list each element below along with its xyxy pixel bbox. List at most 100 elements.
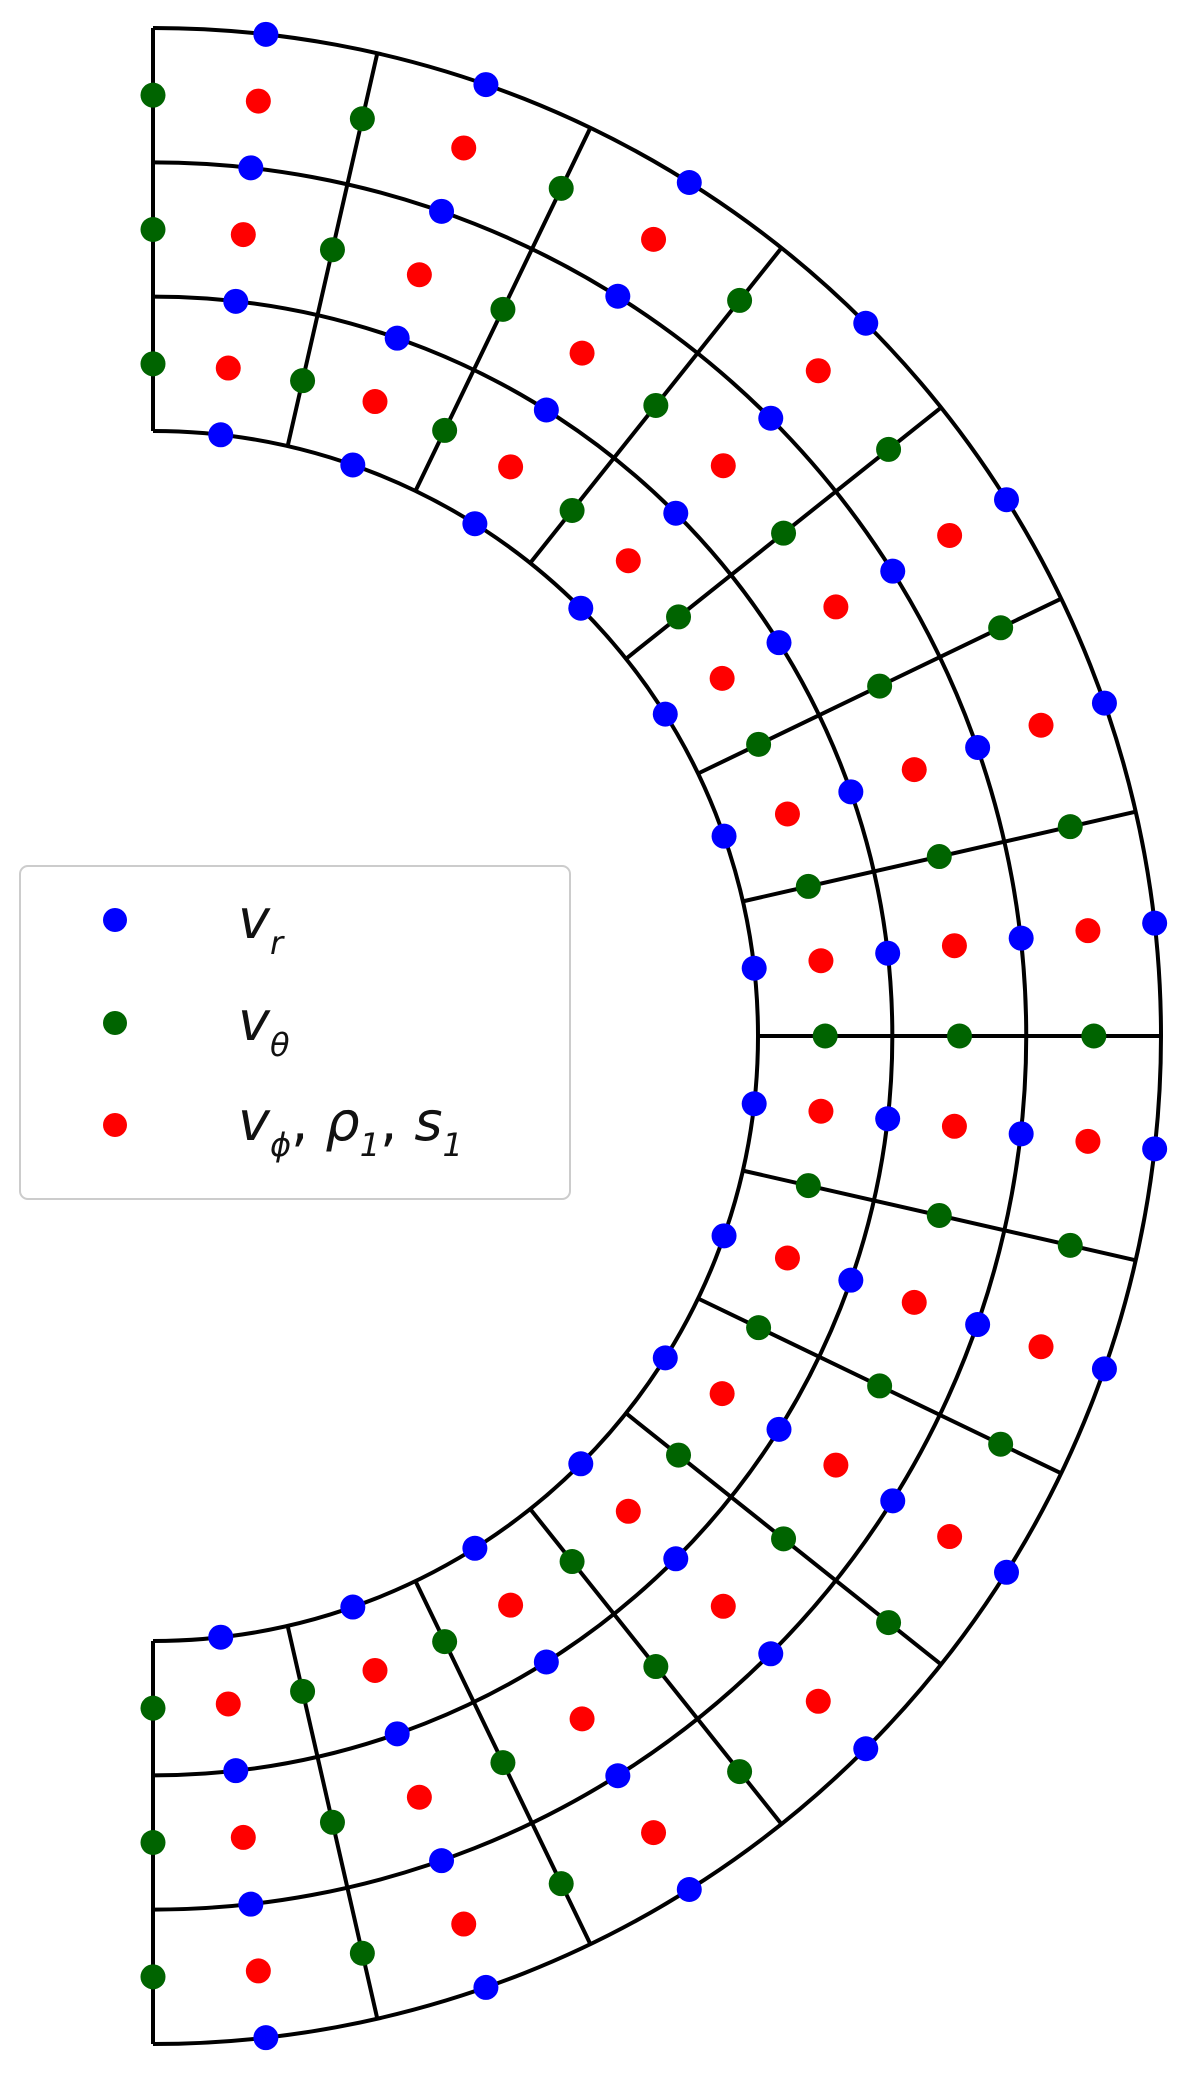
v-r-marker — [880, 1488, 906, 1514]
v-r-marker — [838, 1267, 864, 1293]
legend-label-s-sub: 1 — [443, 1126, 463, 1164]
v-r-marker — [384, 1721, 410, 1747]
v-phi-rho-s-marker — [774, 801, 800, 827]
v-phi-rho-s-marker — [808, 948, 834, 974]
v-r-marker — [875, 940, 901, 966]
legend-label-v-phi-sub: ϕ — [270, 1126, 291, 1164]
v-r-marker — [838, 779, 864, 805]
v-theta-marker — [140, 1830, 166, 1855]
v-phi-rho-s-marker — [823, 1452, 849, 1478]
v-theta-marker — [746, 1315, 772, 1341]
v-phi-rho-s-marker — [215, 1691, 241, 1717]
v-theta-marker — [290, 1678, 316, 1704]
legend-label-v-phi-symbol: v — [238, 1090, 271, 1153]
legend-label-s-symbol: s — [414, 1090, 442, 1153]
v-theta-marker — [727, 1759, 753, 1785]
v-r-marker — [340, 1594, 366, 1620]
v-r-marker — [384, 325, 410, 351]
legend-marker-v-theta — [103, 1011, 127, 1035]
v-phi-rho-s-marker — [569, 340, 595, 366]
v-r-marker — [1142, 1136, 1168, 1162]
legend: vr vθ vϕ, ρ1, s1 — [19, 865, 571, 1200]
v-theta-marker — [1057, 1232, 1083, 1258]
v-phi-rho-s-marker — [709, 665, 735, 691]
v-phi-rho-s-marker — [808, 1098, 834, 1124]
v-theta-marker — [559, 1549, 585, 1575]
v-r-marker — [605, 283, 631, 309]
v-theta-marker — [947, 1023, 972, 1049]
v-r-marker — [711, 823, 737, 849]
v-theta-marker — [876, 1610, 902, 1636]
v-r-marker — [605, 1763, 631, 1789]
v-phi-rho-s-marker — [498, 1592, 524, 1618]
v-theta-marker — [548, 1871, 574, 1897]
v-phi-rho-s-marker — [569, 1706, 595, 1732]
v-r-marker — [853, 310, 879, 336]
v-r-marker — [758, 1641, 784, 1667]
v-r-marker — [1091, 1356, 1117, 1382]
v-theta-marker — [490, 296, 516, 322]
v-phi-rho-s-marker — [1028, 712, 1054, 738]
v-r-marker — [993, 1559, 1019, 1585]
v-r-marker — [238, 1891, 264, 1917]
v-theta-marker — [432, 1629, 458, 1655]
v-r-marker — [993, 487, 1019, 513]
v-theta-marker — [666, 1442, 692, 1468]
v-theta-marker — [643, 1654, 669, 1680]
v-r-marker — [766, 1416, 792, 1442]
v-r-marker — [473, 1974, 499, 2000]
v-phi-rho-s-marker — [941, 1113, 967, 1139]
v-phi-rho-s-marker — [615, 1498, 641, 1524]
v-phi-rho-s-marker — [805, 1688, 831, 1714]
v-r-marker — [1091, 690, 1117, 716]
svg-text:vϕ, ρ1, s1: vϕ, ρ1, s1 — [238, 1090, 463, 1164]
v-theta-marker — [140, 82, 166, 108]
v-r-marker — [853, 1736, 879, 1762]
v-r-marker — [758, 405, 784, 431]
v-theta-marker — [727, 287, 753, 313]
v-theta-marker — [771, 1526, 797, 1552]
v-theta-marker — [867, 673, 893, 699]
v-r-marker — [1142, 910, 1168, 936]
v-phi-rho-s-marker — [709, 1381, 735, 1407]
v-r-marker — [568, 595, 594, 621]
v-theta-marker — [559, 497, 585, 523]
v-theta-marker — [432, 417, 458, 443]
v-theta-marker — [140, 217, 166, 242]
svg-text:vr: vr — [238, 888, 285, 962]
v-r-marker — [462, 511, 488, 537]
v-theta-marker — [795, 1173, 821, 1199]
legend-marker-v-phi-rho-s — [103, 1113, 127, 1137]
v-r-marker — [238, 155, 264, 181]
v-phi-rho-s-marker — [230, 1824, 256, 1850]
v-theta-marker — [771, 520, 797, 546]
legend-label-v-theta-symbol: v — [238, 990, 271, 1053]
v-theta-marker — [290, 368, 316, 394]
v-phi-rho-s-marker — [245, 88, 271, 114]
v-r-marker — [676, 1876, 702, 1902]
v-theta-marker — [140, 1964, 166, 1990]
v-phi-rho-s-marker — [362, 389, 388, 415]
v-r-marker — [340, 452, 366, 478]
radial-shell-line — [152, 429, 760, 1643]
v-phi-rho-s-marker — [941, 933, 967, 959]
legend-label-v-r-sub: r — [270, 924, 285, 962]
v-phi-rho-s-marker — [406, 262, 432, 288]
svg-text:vθ: vθ — [238, 990, 290, 1064]
v-r-marker — [568, 1451, 594, 1477]
v-phi-rho-s-marker — [245, 1958, 271, 1984]
v-theta-marker — [795, 873, 821, 899]
v-phi-rho-s-marker — [451, 1911, 477, 1937]
v-theta-marker — [140, 1695, 166, 1721]
v-phi-rho-s-marker — [641, 226, 667, 252]
v-r-marker — [663, 1546, 689, 1572]
v-r-marker — [965, 1312, 991, 1338]
v-phi-rho-s-marker — [823, 594, 849, 620]
v-phi-rho-s-marker — [710, 1593, 736, 1619]
v-phi-rho-s-marker — [615, 548, 641, 574]
v-r-marker — [880, 558, 906, 584]
v-r-marker — [253, 2025, 279, 2051]
v-r-marker — [676, 170, 702, 196]
v-r-marker — [533, 397, 559, 423]
